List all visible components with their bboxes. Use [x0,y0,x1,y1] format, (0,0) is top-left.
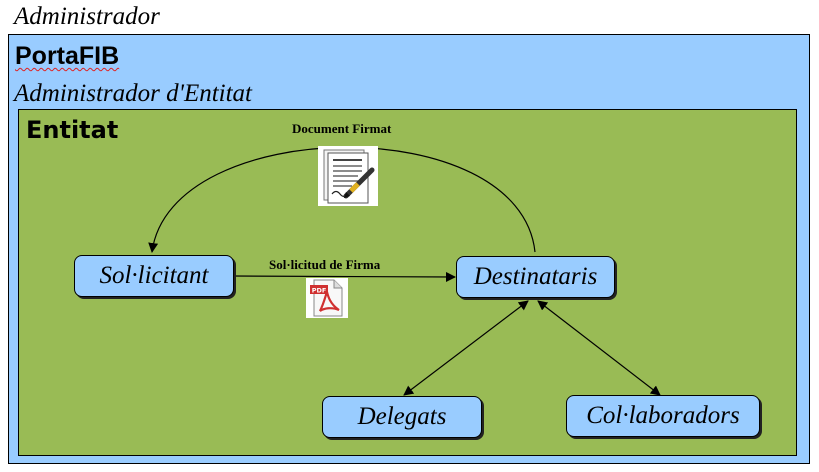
svg-text:PDF: PDF [312,287,327,295]
delegats-node: Delegats [322,396,482,438]
collaboradors-node: Col·laboradors [566,395,760,437]
app-title-text: PortaFIB [15,42,120,70]
sollicitant-node: Sol·licitant [74,255,234,297]
document-firmat-label: Document Firmat [292,121,392,136]
sollicitud-firma-arrow [232,271,456,282]
destinataris-node: Destinataris [456,256,615,298]
pdf-icon: PDF [306,278,348,318]
entity-administrator-label: Administrador d'Entitat [14,80,253,107]
app-title: PortaFIB [15,42,119,71]
administrator-label: Administrador [14,3,160,30]
destinataris-delegats-arrow [403,300,529,396]
destinataris-collaboradors-arrow [537,300,661,396]
entity-title: Entitat [26,116,119,144]
sollicitud-firma-label: Sol·licitud de Firma [269,257,381,272]
signed-document-icon [318,146,378,206]
